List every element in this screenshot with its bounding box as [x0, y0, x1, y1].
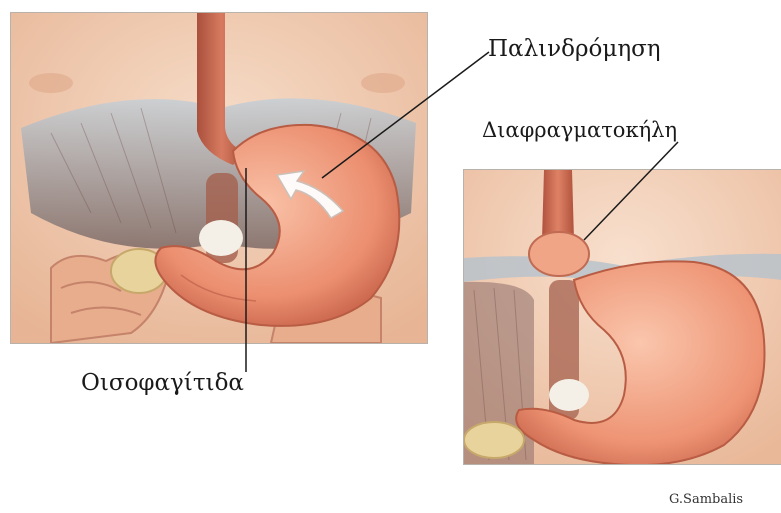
- vertebra: [199, 220, 243, 256]
- esophagitis-label: Οισοφαγίτιδα: [81, 372, 244, 395]
- hiatal-hernia-label: Διαφραγματοκήλη: [482, 120, 677, 141]
- herniated-stomach: [529, 232, 589, 276]
- stomach-reflux-illustration: [11, 13, 427, 343]
- illustration-hernia-panel: [463, 169, 781, 465]
- esophagus-right: [542, 170, 574, 240]
- reflux-label: Παλινδρόμηση: [488, 38, 661, 61]
- hiatal-hernia-illustration: [464, 170, 781, 464]
- illustration-reflux-panel: [10, 12, 428, 344]
- author-credit: G.Sambalis: [669, 493, 743, 506]
